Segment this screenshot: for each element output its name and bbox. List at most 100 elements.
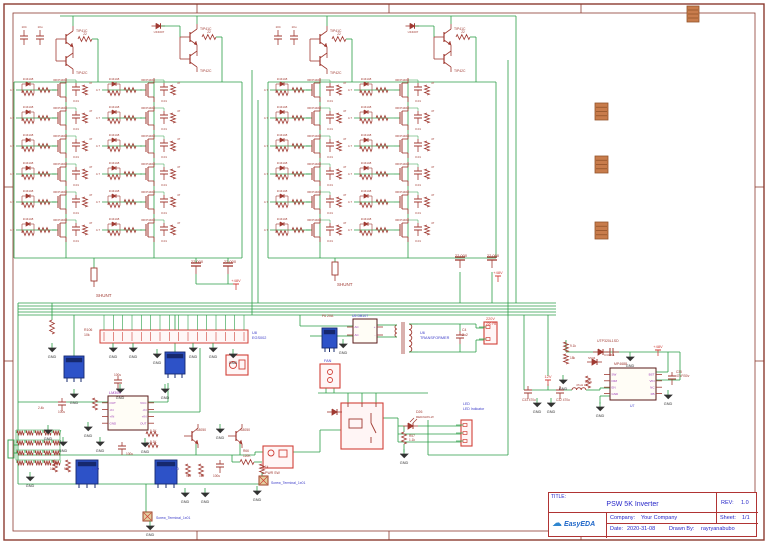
label: 47 <box>343 81 347 85</box>
diode-icon <box>25 137 31 143</box>
schematic-label: R57 <box>409 434 415 438</box>
label: UF4007 <box>154 30 165 34</box>
ground-icon <box>116 388 125 394</box>
label: 0.01 <box>415 239 421 243</box>
gnd-label: GND <box>44 437 53 441</box>
npn-arrow <box>194 439 199 445</box>
label: 1N4148 <box>277 133 288 137</box>
label: 0.01 <box>327 127 333 131</box>
resistor <box>359 173 373 181</box>
ground-icon <box>201 492 210 498</box>
resistor <box>184 463 192 477</box>
label: IRFP4468 <box>307 190 321 194</box>
label: 47 <box>177 109 181 113</box>
schematic-label: C33 470u <box>522 398 536 402</box>
resistor <box>562 353 570 365</box>
wire <box>51 459 54 464</box>
schematic-label: F6 20A <box>322 314 334 318</box>
wire <box>51 449 54 454</box>
label: - <box>375 333 376 337</box>
power-label: +48V <box>653 344 663 349</box>
label: 47 <box>89 109 93 113</box>
resistor <box>123 170 137 178</box>
schematic-label: LED Indicator <box>463 407 485 411</box>
wire <box>143 512 152 521</box>
schematic-label: MP4688 <box>614 362 627 366</box>
label: 1N4148 <box>23 105 34 109</box>
schematic-label: R106 <box>84 328 92 332</box>
label: 4.7 <box>348 116 353 120</box>
resistor <box>375 142 389 150</box>
label: 0.01 <box>73 99 79 103</box>
wire <box>32 459 35 464</box>
date-cell: Date: 2020-31-08 Drawn By: rayryanabubo <box>607 524 758 538</box>
ground-icon <box>48 347 57 353</box>
resistor <box>562 341 570 353</box>
label: 0.01 <box>161 99 167 103</box>
label: 0.01 <box>327 211 333 215</box>
label: 4.7 <box>264 144 269 148</box>
resistor <box>123 114 137 122</box>
label: IRFP4468 <box>395 106 409 110</box>
transformer-secondary <box>408 323 413 353</box>
gnd-label: GND <box>596 414 605 418</box>
resistor <box>21 117 35 125</box>
resistor <box>375 170 389 178</box>
wire <box>41 439 44 444</box>
gnd-label: GND <box>253 498 262 502</box>
wire <box>42 459 45 464</box>
diode-icon <box>331 408 338 416</box>
schematic-label: D26 <box>416 410 422 414</box>
resistor <box>275 145 289 153</box>
schematic-label: SHUNT <box>96 293 112 298</box>
label: 47 <box>431 137 435 141</box>
schematic-label: 2.4k <box>38 406 44 410</box>
resistor <box>291 142 305 150</box>
label: +IN <box>142 415 147 419</box>
label: 4.7 <box>10 200 15 204</box>
diode-icon <box>155 22 162 30</box>
label: IRFP4468 <box>307 218 321 222</box>
resistor <box>16 460 25 466</box>
label: 4.7 <box>96 228 101 232</box>
title-cell: TITLE: PSW 5K Inverter <box>549 493 716 513</box>
label: IRFP4468 <box>53 134 67 138</box>
schematic-label: 100u <box>114 373 121 377</box>
resistor <box>275 173 289 181</box>
resistor <box>423 168 431 180</box>
ground-icon <box>400 453 409 459</box>
resistor <box>169 168 177 180</box>
schematic-label: LM393 <box>109 391 121 395</box>
diode-icon <box>597 348 604 356</box>
gnd-label: GND <box>216 436 225 440</box>
label: 4.7 <box>10 144 15 148</box>
label: 4.7 <box>96 116 101 120</box>
resistor <box>21 89 35 97</box>
resistor <box>359 229 373 237</box>
ic-box <box>352 318 378 344</box>
wire <box>189 28 198 35</box>
ic-box <box>107 395 149 431</box>
gnd-label: GND <box>547 410 556 414</box>
resistor <box>375 198 389 206</box>
wire <box>33 449 36 454</box>
diode-icon <box>111 137 117 143</box>
label: 0.01 <box>161 127 167 131</box>
schematic-label: 5.1K <box>150 440 157 444</box>
gnd-label: GND <box>533 410 542 414</box>
schematic-label: TRANSFORMER <box>420 336 450 340</box>
ground-icon <box>664 394 673 400</box>
wire <box>50 459 53 464</box>
label: VIN <box>649 379 654 383</box>
ground-icon <box>547 402 556 408</box>
resistor <box>81 168 89 180</box>
resistor <box>21 201 35 209</box>
resistor <box>239 458 255 466</box>
schematic-label: C32 470u <box>556 398 570 402</box>
label: 0.01 <box>161 155 167 159</box>
label: 0.01 <box>73 211 79 215</box>
label: 0.01 <box>161 183 167 187</box>
npn-arrow <box>238 439 243 445</box>
label: 47 <box>177 137 181 141</box>
label: 1N4148 <box>277 105 288 109</box>
